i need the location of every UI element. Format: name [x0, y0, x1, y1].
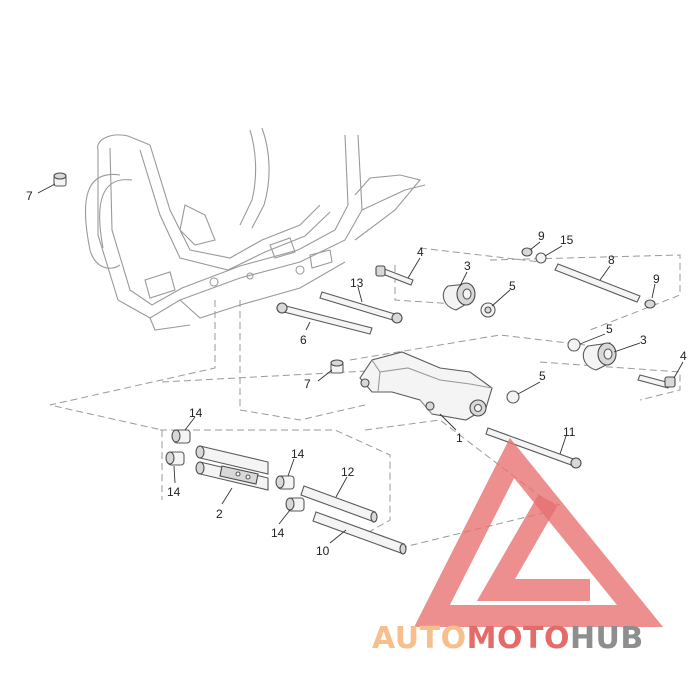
callout-7a: 7 — [26, 189, 33, 203]
callout-10: 10 — [316, 544, 330, 558]
callout-14a: 14 — [189, 406, 203, 420]
assembly-guide-lines — [49, 247, 681, 549]
nut-part-7a — [53, 172, 67, 187]
callout-13: 13 — [350, 276, 364, 290]
callout-5b: 5 — [606, 322, 613, 336]
shaft-part-8 — [554, 263, 641, 303]
logo-triangle-outer — [414, 437, 664, 627]
brand-moto: MOTO — [467, 621, 570, 656]
callout-4b: 4 — [680, 349, 687, 363]
callout-12: 12 — [341, 465, 355, 479]
callout-5c: 5 — [539, 369, 546, 383]
sleeve-part-14d — [285, 497, 305, 512]
callout-3a: 3 — [464, 259, 471, 273]
watermark-logo: AUTOMOTOHUB — [372, 437, 664, 656]
long-bolt-part-13 — [319, 291, 403, 324]
long-bolt-part-11 — [485, 427, 582, 469]
sleeve-part-14c — [275, 475, 295, 490]
washer-part-15 — [535, 252, 547, 264]
collar-part-5c — [506, 390, 520, 404]
callout-2: 2 — [216, 507, 223, 521]
collar-part-5b — [567, 338, 581, 352]
brand-auto: AUTO — [372, 621, 467, 656]
callout-9b: 9 — [653, 272, 660, 286]
callout-15: 15 — [560, 233, 574, 247]
callout-14c: 14 — [291, 447, 305, 461]
callout-1: 1 — [456, 431, 463, 445]
sleeve-part-14a — [171, 429, 191, 444]
callout-8: 8 — [608, 253, 615, 267]
washer-part-9b — [644, 299, 656, 309]
bolt-part-4a — [375, 265, 414, 286]
long-bolt-part-6 — [276, 302, 373, 335]
callout-7b: 7 — [304, 377, 311, 391]
callout-11: 11 — [563, 425, 576, 439]
bushing-part-3a — [442, 282, 476, 311]
washer-part-9a — [521, 247, 533, 257]
callout-4a: 4 — [417, 245, 424, 259]
link-bracket-part-2 — [195, 445, 269, 491]
brand-wordmark: AUTOMOTOHUB — [372, 621, 644, 656]
sleeve-part-14b — [165, 451, 185, 466]
leader-lines — [37, 183, 684, 544]
tube-part-10 — [312, 511, 407, 555]
nut-part-7b — [330, 359, 344, 374]
callout-3b: 3 — [640, 333, 647, 347]
callout-14b: 14 — [167, 485, 181, 499]
tube-part-12 — [300, 485, 378, 523]
callout-5a: 5 — [509, 279, 516, 293]
swingarm-bracket-part-1 — [359, 351, 493, 421]
bolt-part-4b — [637, 374, 676, 389]
logo-triangle-inner — [476, 494, 590, 601]
bushing-part-3b — [582, 342, 617, 371]
callout-labels: 7 7 6 13 4 3 5 9 15 8 9 5 3 4 5 1 11 14 … — [26, 189, 687, 558]
callout-14d: 14 — [271, 526, 285, 540]
callout-9a: 9 — [538, 229, 545, 243]
callout-6: 6 — [300, 333, 307, 347]
collar-part-5a — [480, 302, 496, 318]
brand-hub: HUB — [570, 621, 644, 656]
vehicle-frame — [84, 127, 426, 331]
